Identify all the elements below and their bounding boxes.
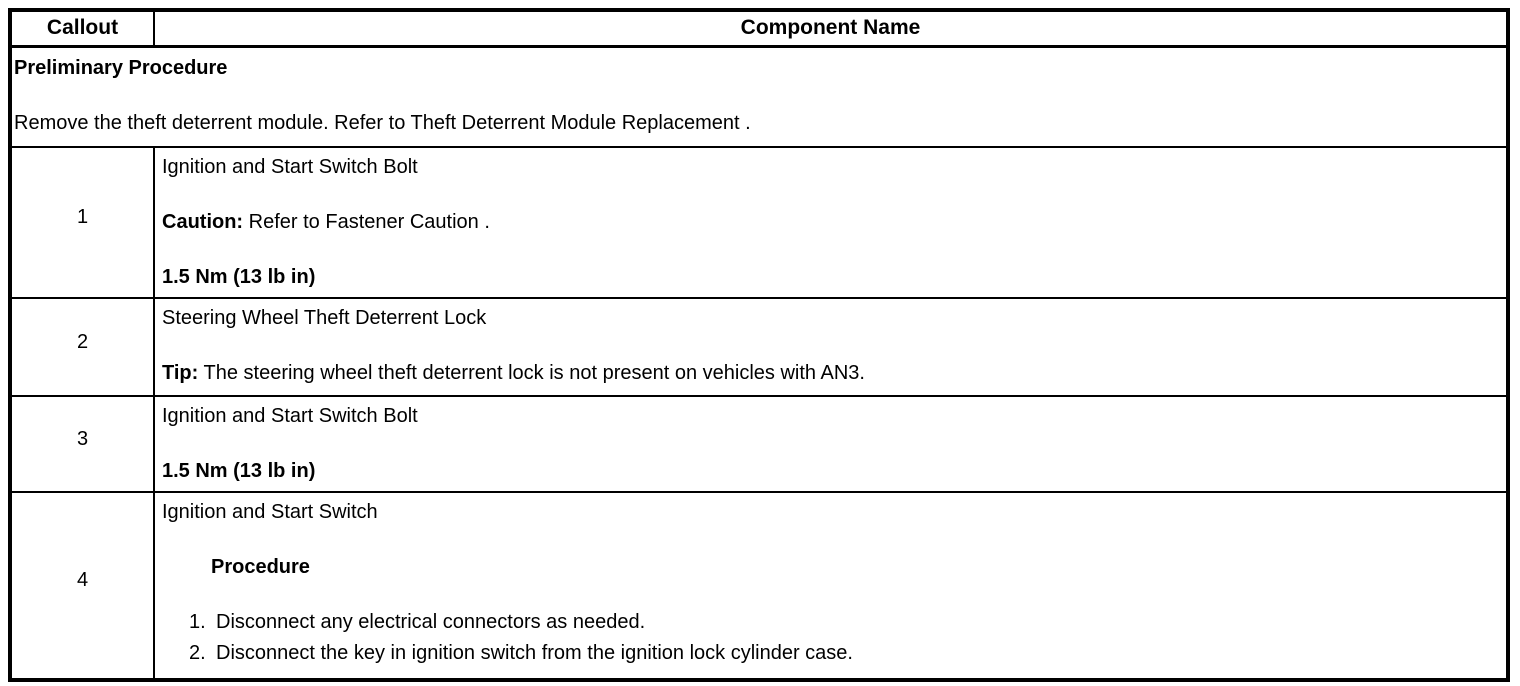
component-name-column-header: Component Name (153, 9, 1509, 48)
procedure-step-text: Disconnect the key in ignition switch fr… (216, 642, 853, 664)
table-row: 3 Ignition and Start Switch Bolt 1.5 Nm (1… (9, 395, 1509, 493)
procedure-heading: Procedure (211, 556, 310, 578)
callout-column-header: Callout (9, 9, 155, 48)
procedure-step: 2. Disconnect the key in ignition switch … (162, 640, 1496, 667)
preliminary-procedure-row: Preliminary Procedure Remove the theft d… (9, 45, 1509, 148)
torque-spec-line: 1.5 Nm (13 lb in) (162, 460, 316, 482)
procedure-steps: 1. Disconnect any electrical connectors a… (162, 609, 1496, 667)
note-label: Tip: (162, 362, 199, 384)
callout-cell: 3 (9, 395, 155, 493)
component-line: Steering Wheel Theft Deterrent Lock (162, 307, 487, 329)
note-label: Caution: (162, 211, 244, 233)
note-line: Caution: Refer to Fastener Caution . (162, 211, 490, 233)
table-header-row: Callout Component Name (9, 9, 1509, 48)
component-line: Ignition and Start Switch (162, 501, 378, 523)
procedure-step: 1. Disconnect any electrical connectors a… (162, 609, 1496, 636)
note-line: Tip: The steering wheel theft deterrent … (162, 362, 865, 384)
preliminary-procedure-title: Preliminary Procedure (14, 56, 228, 79)
component-line: Ignition and Start Switch Bolt (162, 405, 418, 427)
procedure-step-number: 1. (189, 611, 206, 633)
preliminary-procedure-text: Remove the theft deterrent module. Refer… (14, 111, 751, 134)
component-cell: Ignition and Start Switch Bolt 1.5 Nm (13… (153, 395, 1509, 493)
callout-cell: 2 (9, 297, 155, 397)
callout-cell: 1 (9, 146, 155, 299)
callout-cell: 4 (9, 491, 155, 681)
component-line: Ignition and Start Switch Bolt (162, 156, 418, 178)
callout-component-table: Callout Component Name Preliminary Proce… (8, 8, 1510, 682)
procedure-step-text: Disconnect any electrical connectors as … (216, 611, 646, 633)
torque-spec-line: 1.5 Nm (13 lb in) (162, 266, 316, 288)
preliminary-procedure-cell: Preliminary Procedure Remove the theft d… (9, 45, 1509, 148)
procedure-step-number: 2. (189, 642, 206, 664)
